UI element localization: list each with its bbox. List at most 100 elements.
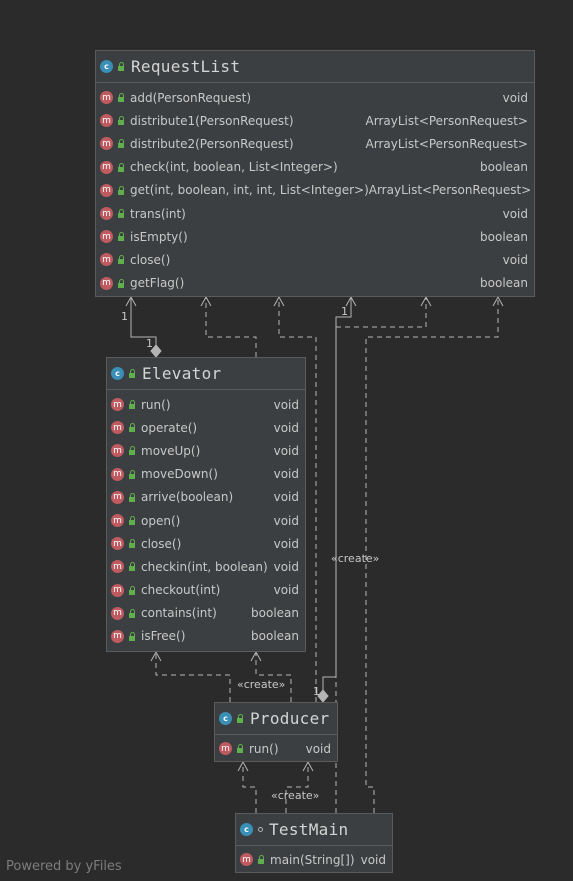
arrow-head [150,650,162,662]
return-type: void [502,252,528,267]
lock-icon [117,232,125,242]
arrow-head [302,760,314,772]
method-name: moveDown() [141,467,218,482]
return-type: void [273,583,299,598]
method-name: contains(int) [141,606,217,621]
lock-icon [128,446,136,456]
class-name: Elevator [142,364,222,383]
method-row[interactable]: m distribute2(PersonRequest) ArrayList<Per… [96,132,534,155]
arrow-head [492,295,504,307]
return-type: ArrayList<PersonRequest> [365,113,528,128]
method-name: operate() [141,420,198,435]
method-icon: m [111,467,124,481]
method-icon: m [111,560,124,574]
method-icon: m [100,137,113,151]
aggregation-diamond-2 [317,689,329,703]
method-icon: m [111,444,124,458]
lock-icon [128,469,136,479]
class-name: TestMain [269,820,349,839]
class-icon: c [240,823,253,836]
class-name: Producer [250,709,330,728]
footer-credit: Powered by yFiles [6,859,122,874]
class-icon: c [219,712,232,725]
multiplicity-label: 1 [121,310,128,323]
method-icon: m [111,537,124,551]
return-type: ArrayList<PersonRequest> [365,136,528,151]
lock-icon [128,400,136,410]
method-icon: m [111,629,124,643]
method-icon: m [240,853,253,867]
method-name: checkin(int, boolean) [141,559,268,574]
method-name: isFree() [141,629,186,644]
method-name: moveUp() [141,443,201,458]
lock-icon [128,608,136,618]
producer-elevator-create [255,652,292,702]
method-icon: m [111,514,124,528]
method-icon: m [100,114,113,128]
create-label: «create» [237,678,286,691]
lock-icon [257,855,265,865]
lock-icon [117,278,125,288]
lock-icon [128,369,136,378]
lock-icon [117,209,125,219]
method-row[interactable]: m checkin(int, boolean) void [107,555,305,578]
multiplicity-label: 1 [313,685,320,698]
lock-icon [236,714,244,723]
method-icon: m [100,91,113,105]
class-name: RequestList [131,57,241,76]
return-type: void [360,852,386,867]
method-name: run() [249,741,279,756]
producer-requestlist-dependency [278,297,317,702]
return-type: void [273,420,299,435]
class-header: c RequestList [96,51,534,83]
aggregation-arrow-head-2 [345,295,357,307]
elevator-requestlist-aggregation [130,297,157,347]
lock-icon [117,139,125,149]
return-type: void [273,490,299,505]
method-name: open() [141,513,181,528]
class-header: c Producer [215,703,337,735]
method-name: close() [141,536,182,551]
lock-icon [117,62,125,71]
class-header: c Elevator [107,358,305,390]
arrow-head [420,295,432,307]
method-icon: m [111,421,124,435]
lock-icon [128,631,136,641]
lock-icon [128,516,136,526]
create-label: «create» [331,552,380,565]
arrow-head [200,295,212,307]
return-type: void [273,559,299,574]
method-row[interactable]: m operate() void [107,416,305,439]
method-name: close() [130,252,171,267]
method-name: distribute2(PersonRequest) [130,136,294,151]
method-icon: m [111,398,124,412]
testmain-producer-dependency [242,762,257,813]
